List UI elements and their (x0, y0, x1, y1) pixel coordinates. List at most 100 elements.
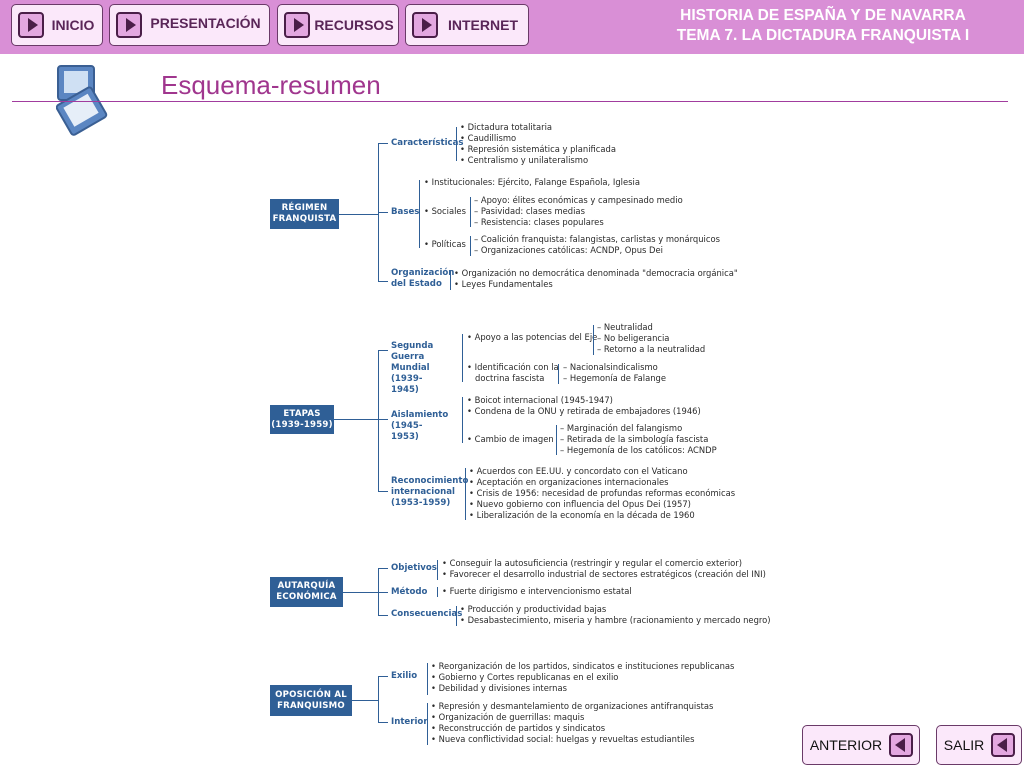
connector (593, 325, 594, 355)
autarquia-line2: ECONÓMICA (276, 592, 337, 602)
connector (450, 270, 451, 290)
connector (556, 425, 557, 455)
connector (378, 212, 388, 213)
recursos-label: RECURSOS (314, 17, 394, 33)
anterior-button[interactable]: ANTERIOR (802, 725, 920, 765)
connector (352, 700, 378, 701)
list-item: • Favorecer el desarrollo industrial de … (442, 569, 766, 579)
cambio-label: • Cambio de imagen (467, 434, 554, 444)
segunda-line3: (1939-1945) (391, 374, 423, 395)
list-item: • Nuevo gobierno con influencia del Opus… (469, 499, 691, 509)
etapas-line2: (1939-1959) (271, 419, 333, 430)
presentacion-label: PRESENTACIÓN (150, 15, 261, 31)
list-item: • Caudillismo (460, 133, 517, 143)
oposicion-box: OPOSICIÓN AL FRANQUISMO (270, 685, 352, 716)
etapas-line1: ETAPAS (283, 408, 321, 419)
course-title: HISTORIA DE ESPAÑA Y DE NAVARRA TEMA 7. … (658, 6, 988, 46)
identificacion-line2: doctrina fascista (475, 372, 545, 383)
title-divider (12, 101, 1008, 102)
list-item: – Pasividad: clases medias (474, 206, 585, 216)
list-item: • Debilidad y divisiones internas (431, 683, 567, 693)
inicio-button[interactable]: INICIO (11, 4, 103, 46)
metodo-label: Método (391, 587, 428, 597)
connector (378, 568, 379, 615)
play-icon (18, 12, 44, 38)
regimen-box: RÉGIMEN FRANQUISTA (270, 199, 339, 229)
organizacion-label: Organización del Estado (391, 268, 454, 290)
slides-logo-icon (56, 65, 108, 136)
connector (456, 606, 457, 626)
list-item: • Represión sistemática y planificada (460, 144, 616, 154)
list-item: • Organización no democrática denominada… (454, 268, 738, 278)
play-icon (284, 12, 310, 38)
inicio-label: INICIO (51, 17, 95, 33)
list-item: – Resistencia: clases populares (474, 217, 604, 227)
consecuencias-label: Consecuencias (391, 609, 463, 619)
list-item: – Hegemonía de Falange (563, 373, 667, 383)
list-item: – Neutralidad (597, 322, 653, 332)
connector (378, 568, 388, 569)
course-title-line2: TEMA 7. LA DICTADURA FRANQUISTA I (676, 27, 970, 44)
reconocimiento-line2: internacional (391, 487, 455, 497)
list-item: • Nueva conflictividad social: huelgas y… (431, 734, 695, 744)
list-item: • Gobierno y Cortes republicanas en el e… (431, 672, 619, 682)
list-item: • Centralismo y unilateralismo (460, 155, 589, 165)
aislamiento-line2: (1945-1953) (391, 421, 423, 442)
list-item: – Retorno a la neutralidad (597, 344, 706, 354)
segunda-guerra-label: Segunda Guerra Mundial (1939-1945) (391, 341, 433, 396)
connector (378, 419, 388, 420)
salir-button[interactable]: SALIR (936, 725, 1022, 765)
connector (465, 468, 466, 520)
aislamiento-line1: Aislamiento (391, 410, 449, 420)
oposicion-line1: OPOSICIÓN AL (275, 689, 347, 700)
anterior-label: ANTERIOR (809, 737, 883, 753)
reconocimiento-line3: (1953-1959) (391, 498, 451, 508)
organizacion-line1: Organización (391, 268, 455, 278)
list-item: • Institucionales: Ejército, Falange Esp… (424, 177, 640, 187)
reconocimiento-label: Reconocimiento internacional (1953-1959) (391, 476, 468, 509)
internet-button[interactable]: INTERNET (405, 4, 529, 46)
list-item: • Represión y desmantelamiento de organi… (431, 701, 714, 711)
list-item: • Crisis de 1956: necesidad de profundas… (469, 488, 736, 498)
connector (419, 180, 420, 248)
reconocimiento-line1: Reconocimiento (391, 476, 469, 486)
back-arrow-icon (991, 733, 1015, 757)
list-item: • Aceptación en organizaciones internaci… (469, 477, 669, 487)
connector (456, 127, 457, 161)
apoyo-label: • Apoyo a las potencias del Eje (467, 332, 598, 342)
connector (470, 236, 471, 256)
objetivos-label: Objetivos (391, 563, 437, 573)
list-item: • Conseguir la autosuficiencia (restring… (442, 558, 743, 568)
segunda-line2: Guerra Mundial (391, 352, 430, 373)
connector (427, 663, 428, 695)
sociales-label: • Sociales (424, 206, 466, 216)
identificacion-label: • Identificación con la doctrina fascist… (467, 362, 559, 384)
recursos-button[interactable]: RECURSOS (277, 4, 399, 46)
connector (378, 676, 388, 677)
connector (462, 334, 463, 382)
list-item: – Nacionalsindicalismo (563, 362, 658, 372)
connector (462, 397, 463, 443)
list-item: – Coalición franquista: falangistas, car… (474, 234, 720, 244)
bases-label: Bases (391, 207, 420, 217)
connector (470, 197, 471, 227)
list-item: – Organizaciones católicas: ACNDP, Opus … (474, 245, 663, 255)
internet-label: INTERNET (448, 17, 518, 33)
connector (378, 491, 388, 492)
play-icon (412, 12, 438, 38)
list-item: • Reorganización de los partidos, sindic… (431, 661, 735, 671)
connector (437, 560, 438, 580)
connector (334, 419, 378, 420)
list-item: – No beligerancia (597, 333, 670, 343)
list-item: • Acuerdos con EE.UU. y concordato con e… (469, 466, 688, 476)
segunda-line1: Segunda (391, 341, 434, 351)
back-arrow-icon (889, 733, 913, 757)
page-title: Esquema-resumen (161, 70, 381, 100)
list-item: • Producción y productividad bajas (460, 604, 607, 614)
connector (378, 676, 379, 722)
list-item: • Liberalización de la economía en la dé… (469, 510, 695, 520)
list-item: • Reconstrucción de partidos y sindicato… (431, 723, 606, 733)
presentacion-button[interactable]: PRESENTACIÓN (109, 4, 270, 46)
connector (378, 143, 388, 144)
autarquia-box: AUTARQUÍA ECONÓMICA (270, 577, 343, 607)
